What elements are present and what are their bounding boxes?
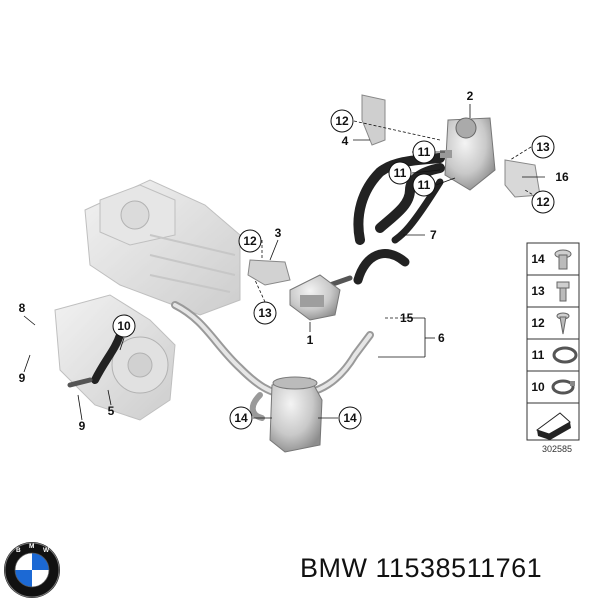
spring-clamp-icon (551, 379, 575, 395)
callout-14b: 14 (338, 406, 362, 430)
hose-clamp-icon (552, 346, 578, 364)
callout-14b-label: 14 (343, 411, 357, 425)
callout-4: 4 (342, 134, 349, 148)
svg-text:B: B (16, 547, 21, 554)
part-number: BMW 11538511761 (300, 553, 543, 583)
callout-13a: 13 (531, 135, 555, 159)
callout-10-label: 10 (117, 319, 131, 333)
svg-text:M: M (29, 543, 34, 550)
callout-11c: 11 (412, 173, 436, 197)
callout-12a: 12 (330, 109, 354, 133)
callout-12b-label: 12 (536, 195, 550, 209)
callout-9b: 9 (79, 419, 86, 433)
callout-2: 2 (467, 89, 474, 103)
callout-14a: 14 (229, 406, 253, 430)
callout-1: 1 (307, 333, 314, 347)
callout-3: 3 (275, 226, 282, 240)
leader-lines (23, 104, 546, 421)
legend-row-14: 14 (531, 249, 572, 270)
callout-13b: 13 (253, 301, 277, 325)
callout-12c-label: 12 (243, 234, 257, 248)
parts-legend: 14 13 12 11 10 (526, 242, 580, 441)
legend-row-13: 13 (531, 281, 570, 302)
callout-9a: 9 (19, 371, 26, 385)
legend-label-13: 13 (531, 284, 545, 298)
callout-16: 16 (555, 170, 569, 184)
callout-13b-label: 13 (258, 306, 272, 320)
callout-15: 15 (400, 311, 414, 325)
pump-14 (269, 376, 323, 453)
bracket-4 (361, 94, 386, 146)
screw-icon (556, 312, 570, 335)
bmw-logo: B M W (4, 542, 60, 598)
callout-11b: 11 (388, 161, 412, 185)
callout-7: 7 (430, 228, 437, 242)
callout-11a: 11 (412, 140, 436, 164)
callout-6: 6 (438, 331, 445, 345)
callout-11a-label: 11 (418, 145, 431, 159)
callout-12a-label: 12 (335, 114, 349, 128)
valve-2 (440, 117, 496, 191)
callout-10: 10 (112, 314, 136, 338)
callout-11c-label: 11 (418, 178, 431, 192)
callout-12b: 12 (531, 190, 555, 214)
svg-text:W: W (43, 547, 50, 554)
bracket-16 (504, 159, 541, 198)
legend-label-10: 10 (531, 380, 545, 394)
pump-1 (289, 274, 341, 321)
callout-12c: 12 (238, 229, 262, 253)
legend-label-11: 11 (532, 348, 545, 362)
egr-cooler-ghost (84, 179, 241, 316)
bracket-3 (247, 259, 291, 286)
callout-11b-label: 11 (394, 166, 407, 180)
legend-row-11: 11 (532, 346, 578, 364)
bolt-flange-icon (554, 249, 572, 270)
arrow-icon (535, 412, 571, 440)
callout-5: 5 (108, 404, 115, 418)
callout-13a-label: 13 (536, 140, 550, 154)
callout-14a-label: 14 (234, 411, 248, 425)
bolt-icon (556, 281, 570, 302)
legend-label-14: 14 (531, 252, 545, 266)
legend-label-12: 12 (531, 316, 545, 330)
reference-number: 302585 (542, 444, 572, 454)
callout-8: 8 (19, 301, 26, 315)
legend-row-10: 10 (531, 379, 575, 395)
legend-row-12: 12 (531, 312, 570, 335)
turbo-ghost (54, 294, 176, 421)
